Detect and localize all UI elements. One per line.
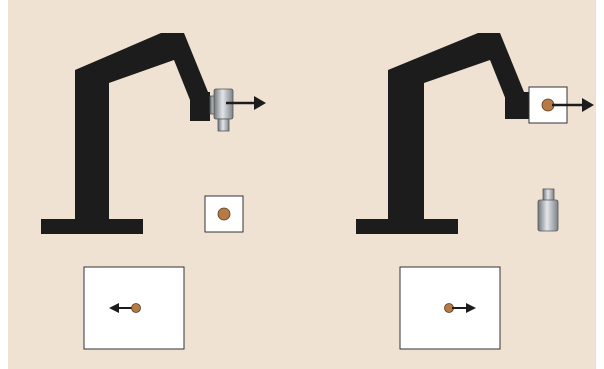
left-robot-base — [41, 219, 143, 234]
right-robot-wrist — [505, 92, 529, 119]
right-robot-arm — [356, 33, 529, 234]
left-robot-body — [75, 33, 208, 219]
right-view-arrow-right-icon — [466, 303, 476, 313]
right-robot-body — [388, 33, 524, 219]
left-view-marker — [131, 303, 141, 313]
right-scene — [356, 33, 594, 350]
right-robot-base — [356, 219, 458, 234]
right-ground-camera-icon — [537, 188, 559, 232]
right-arm-right-arrow — [552, 98, 594, 112]
left-view-arrow-left-icon — [109, 303, 119, 313]
right-camera-view — [399, 266, 501, 350]
left-arm-right-arrow — [226, 96, 266, 110]
left-marker-box — [204, 195, 244, 233]
left-robot-arm — [41, 33, 210, 234]
left-scene — [41, 33, 266, 350]
left-arm-camera-icon — [209, 88, 234, 132]
left-robot-wrist — [190, 92, 210, 121]
left-camera-view — [83, 266, 185, 350]
